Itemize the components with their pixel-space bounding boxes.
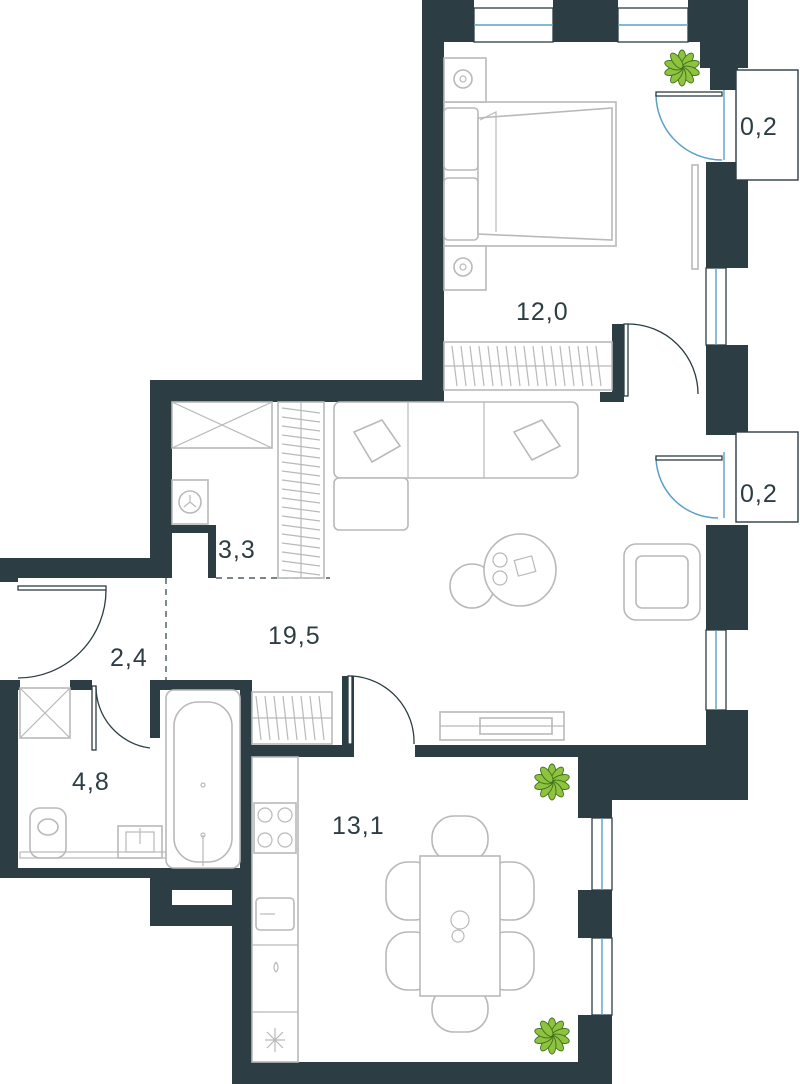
tv-stand-icon: [439, 711, 565, 741]
dining-table-icon: [385, 815, 535, 1033]
nightstand-icon: [443, 57, 487, 291]
area-label-bedroom: 12,0: [516, 298, 569, 326]
plant-leaf: [670, 52, 684, 69]
armchair-icon: [623, 543, 701, 621]
area-label-hallway: 2,4: [110, 644, 148, 672]
washing-machine-icon: [171, 479, 209, 525]
coffee-table-icon: [449, 533, 557, 609]
dishwasher-icon: [252, 944, 298, 1013]
plant-icon: [664, 49, 700, 87]
stove-icon: [253, 802, 297, 854]
area-label-kitchen: 13,1: [332, 812, 385, 840]
windows: [473, 7, 727, 1016]
doors: [17, 323, 699, 751]
bathroom-shaft: [19, 687, 71, 739]
balcony-top: [655, 69, 799, 181]
area-label-bathroom: 4,8: [72, 768, 110, 796]
plant-leaf: [540, 766, 554, 783]
plant-leaf: [540, 1020, 554, 1037]
area-label-balcony-middle: 0,2: [740, 480, 778, 508]
area-label-living-room: 19,5: [268, 622, 321, 650]
fridge-icon: [265, 1028, 285, 1052]
bathtub-icon: [165, 689, 241, 869]
balcony-middle: [655, 431, 799, 523]
bathroom-counter: [19, 851, 167, 859]
area-label-balcony-top: 0,2: [740, 113, 778, 141]
walls: [0, 0, 748, 1084]
sofa-icon: [333, 401, 579, 531]
hallway-shelf: [251, 691, 333, 745]
area-label-wardrobe: 3,3: [218, 536, 256, 564]
sink-icon: [255, 897, 295, 931]
toilet-icon: [29, 807, 67, 859]
plant-icon: [534, 1017, 570, 1055]
double-bed-icon: [443, 101, 617, 247]
sink-icon: [117, 825, 163, 859]
wardrobe-icon: [443, 341, 613, 391]
mirror-icon: [691, 164, 699, 270]
plant-icon: [534, 763, 570, 801]
closet-shelving: [171, 401, 325, 579]
